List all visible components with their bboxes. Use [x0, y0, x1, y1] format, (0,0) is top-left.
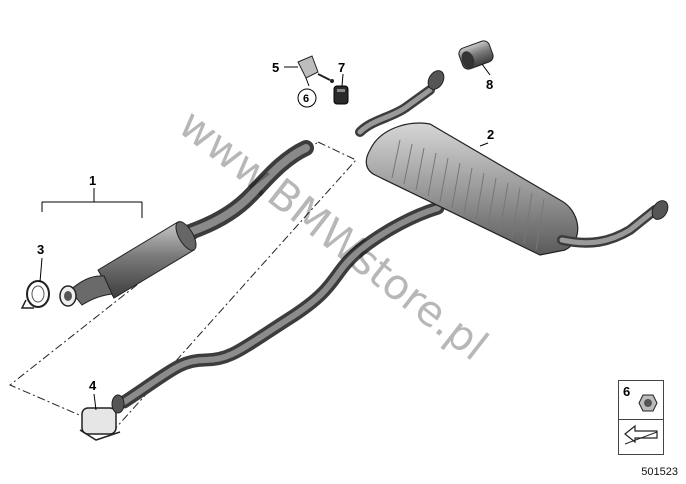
- legend-label: 6: [623, 384, 631, 399]
- callout-6-circle: [297, 88, 317, 108]
- catalytic-converter: [59, 221, 197, 307]
- gasket: [20, 280, 50, 309]
- reference-number: 501523: [641, 466, 678, 478]
- hex-nut-icon: [638, 394, 658, 412]
- callout-8: 8: [486, 77, 493, 92]
- callout-4: 4: [89, 378, 97, 393]
- callout-1: 1: [89, 173, 96, 188]
- arrow-icon: [624, 424, 658, 445]
- callout-3: 3: [37, 242, 44, 257]
- leader-lines: [39, 63, 491, 411]
- pipe-clamp: [79, 394, 125, 441]
- hanger-bracket: [297, 55, 334, 83]
- callout-7: 7: [338, 60, 345, 75]
- callout-2: 2: [487, 127, 494, 142]
- callout-5: 5: [272, 60, 279, 75]
- rear-muffler: [355, 70, 669, 256]
- callout-6: 6: [303, 93, 309, 105]
- rubber-mount: [333, 85, 349, 105]
- tail-pipe-end: [458, 40, 494, 70]
- legend-arrow-box: [618, 419, 664, 455]
- legend-nut-box: 6: [618, 380, 664, 420]
